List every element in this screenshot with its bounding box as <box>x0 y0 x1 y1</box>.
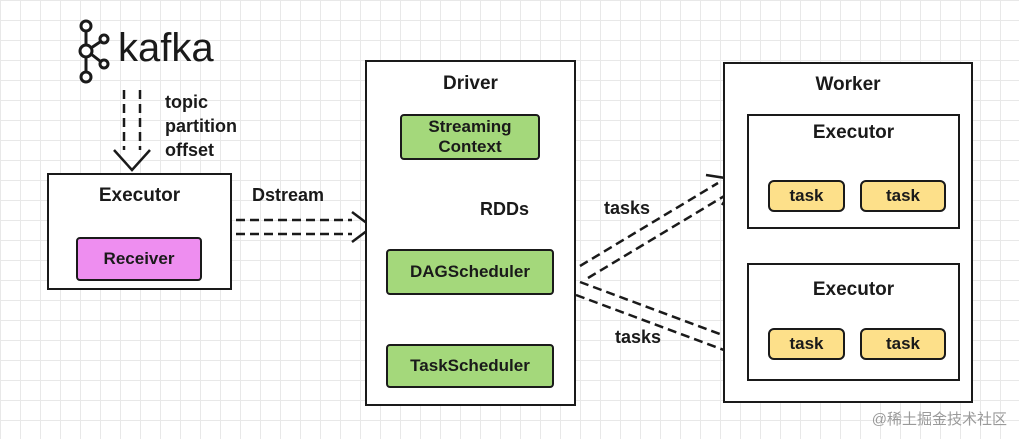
worker-executor-1-task-1: task <box>768 180 845 212</box>
worker-executor-2-task-1: task <box>768 328 845 360</box>
worker-box: Worker Executor task task Executor task … <box>723 62 973 403</box>
worker-executor-1-title: Executor <box>812 122 895 143</box>
tasks-label-lower: tasks <box>615 327 662 347</box>
rdds-label: RDDs <box>480 199 530 219</box>
kafka-logo-icon <box>78 19 110 84</box>
receiver-node: Receiver <box>76 237 202 281</box>
worker-executor-2-task-2: task <box>860 328 946 360</box>
driver-box: Driver Streaming Context DAGScheduler Ta… <box>365 60 576 406</box>
kafka-to-executor-arrow <box>113 90 151 172</box>
worker-executor-2: Executor task task <box>747 263 960 381</box>
watermark-text: @稀土掘金技术社区 <box>871 411 1007 428</box>
kafka-logo-text: kafka <box>118 26 214 70</box>
kafka-annotation: topic partition offset <box>165 92 237 160</box>
worker-executor-2-title: Executor <box>812 279 895 300</box>
dag-scheduler-node: DAGScheduler <box>386 249 554 295</box>
tasks-arrow-upper <box>579 173 741 280</box>
receiver-executor-title: Executor <box>98 185 181 206</box>
driver-title: Driver <box>443 73 498 94</box>
receiver-executor-box: Executor Receiver <box>47 173 232 290</box>
dstream-label: Dstream <box>252 185 325 205</box>
dstream-arrow <box>236 211 375 243</box>
task-scheduler-node: TaskScheduler <box>386 344 554 388</box>
streaming-context-node: Streaming Context <box>400 114 540 160</box>
worker-executor-1-task-2: task <box>860 180 946 212</box>
tasks-label-upper: tasks <box>604 198 651 218</box>
worker-executor-1: Executor task task <box>747 114 960 229</box>
worker-title: Worker <box>815 74 881 95</box>
